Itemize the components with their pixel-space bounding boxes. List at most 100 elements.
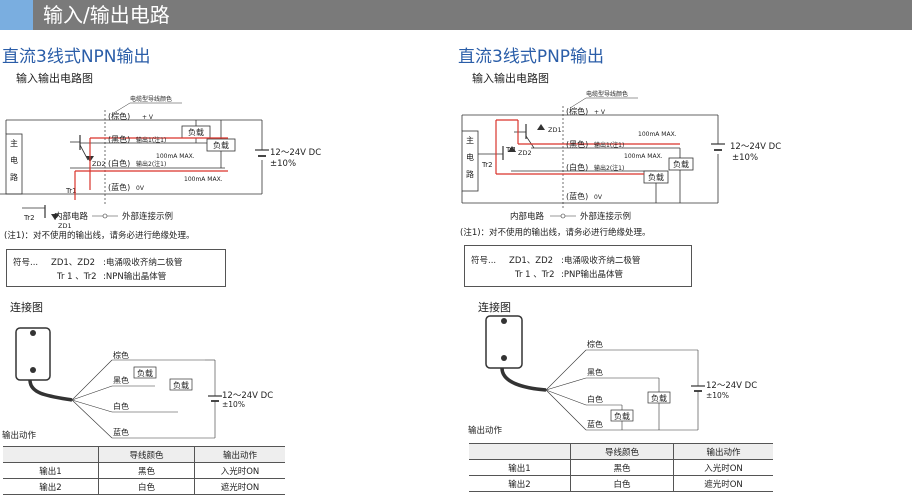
svg-text:负载: 负载 [648,172,664,182]
pnp-internal-label: 内部电路 [510,211,545,222]
table-row: 输出1 黑色 入光时ON [3,462,285,479]
npn-main-char-1: 主 [10,138,18,148]
pnp-black-label: (黑色) [566,139,588,149]
pnp-conn-white: 白色 [587,394,603,404]
pnp-tr-names: Tr 1 、Tr2 [515,270,555,280]
pnp-load-1 [668,157,694,171]
table-header-row: 导线颜色 输出动作 [3,446,285,463]
pnp-out2-label: 输出2(注1) [594,164,624,172]
npn-conn-load-1 [133,366,157,379]
npn-action-heading: 输出动作 [2,431,37,441]
npn-blue-label: (蓝色) [108,182,130,192]
npn-max-1: 100mA MAX. [156,153,195,160]
pnp-output-table: 导线颜色 输出动作 输出1 黑色 入光时ON 输出2 白色 遮光时ON [469,443,773,492]
pnp-panel: 直流3线式PNP输出 输入输出电路图 主 电 路 负载 负载 Tr1 Tr2 Z… [456,40,896,499]
npn-max-2: 100mA MAX. [184,176,223,183]
npn-zd1-symbol [51,214,59,220]
pnp-plus-v-label: + V [594,109,606,116]
pnp-conn-blue: 蓝色 [587,419,603,429]
pnp-zd1-label: ZD1 [548,126,562,134]
npn-conn-tolerance: ±10% [222,400,245,409]
pnp-cable [500,367,547,392]
pnp-max-1: 100mA MAX. [638,131,677,138]
pnp-symbol-box: 符号... ZD1、ZD2 :电涌吸收齐纳二极管 Tr 1 、Tr2 :PNP输… [464,245,692,287]
svg-text:主: 主 [466,135,474,145]
npn-main-char-3: 路 [10,172,18,182]
npn-symbol-prefix: 符号... [13,258,39,268]
npn-internal-label: 内部电路 [54,211,89,222]
pnp-circuit-heading: 输入输出电路图 [472,72,549,85]
npn-conn-voltage: 12～24V DC [222,391,273,401]
npn-out1-label: 输出1(注1) [136,136,166,144]
pnp-tr-desc: :PNP输出晶体管 [561,270,623,280]
npn-tr2-label: Tr2 [23,214,35,222]
svg-text:负载: 负载 [673,159,689,169]
npn-voltage-label: 12～24V DC [270,148,321,158]
npn-title: 直流3线式NPN输出 [2,47,151,67]
npn-zd2-label: ZD2 [92,160,106,168]
pnp-conn-tolerance: ±10% [706,391,729,400]
pnp-circuit-diagram: 主 电 路 负载 负载 Tr1 Tr2 ZD1 ZD2 [461,90,781,431]
pnp-symbol-prefix: 符号... [471,256,497,266]
npn-zd-names: ZD1、ZD2 [51,258,96,268]
svg-text:负载: 负载 [137,368,153,378]
table-row: 输出1 黑色 入光时ON [469,459,773,476]
npn-conn-heading: 连接图 [10,301,43,314]
pnp-conn-voltage: 12～24V DC [706,381,757,391]
npn-conn-load-2 [169,378,193,391]
npn-white-label: (白色) [108,158,130,168]
npn-conn-brown: 棕色 [113,350,129,360]
npn-zd-desc: :电涌吸收齐纳二极管 [103,258,183,268]
pnp-zd-names: ZD1、ZD2 [509,256,554,266]
npn-load-1-label: 负载 [188,127,204,137]
svg-text:电: 电 [466,152,474,162]
pnp-zd1-symbol [537,124,545,130]
npn-plus-v-label: + V [142,114,154,121]
pnp-action-heading: 输出动作 [468,426,503,436]
npn-zero-v-label: 0V [136,185,145,192]
npn-brown-label: (棕色) [108,111,130,121]
pnp-tr2-label: Tr2 [481,161,493,169]
pnp-conn-black: 黑色 [587,367,603,377]
npn-cable [28,379,73,402]
pnp-blue-label: (蓝色) [566,191,588,201]
npn-tr-names: Tr 1 、Tr2 [57,272,97,282]
pnp-tolerance-label: ±10% [732,153,758,163]
npn-out2-label: 输出2(注1) [136,160,166,168]
section-header: 输入/输出电路 [0,0,912,30]
svg-text:路: 路 [466,169,474,179]
npn-load-2-label: 负载 [213,140,229,150]
npn-conn-black: 黑色 [113,375,129,385]
npn-conn-blue: 蓝色 [113,427,129,437]
npn-note: (注1)：对不使用的输出线，请务必进行绝缘处理。 [4,231,195,241]
table-row: 输出2 白色 遮光时ON [3,478,285,495]
pnp-zd2-label: ZD2 [518,149,532,157]
pnp-conn-brown: 棕色 [587,339,603,349]
pnp-wire-color-label: 电缆型导线颜色 [586,90,628,98]
npn-zd1-label: ZD1 [58,222,72,230]
npn-sensor-body [15,327,51,381]
pnp-voltage-label: 12～24V DC [730,142,781,152]
npn-circuit-diagram: 主 电 路 负载 负载 Tr1 Tr2 [0,95,321,439]
npn-circuit-heading: 输入输出电路图 [16,72,93,85]
pnp-conn-heading: 连接图 [478,301,511,314]
pnp-white-label: (白色) [566,162,588,172]
npn-symbol-box: 符号... ZD1、ZD2 :电涌吸收齐纳二极管 Tr 1 、Tr2 :NPN输… [6,249,226,287]
npn-wire-color-label: 电缆型导线颜色 [130,95,172,103]
pnp-external-label: 外部连接示例 [580,211,631,222]
npn-conn-white: 白色 [113,401,129,411]
pnp-brown-label: (棕色) [566,106,588,116]
pnp-title: 直流3线式PNP输出 [458,47,605,67]
npn-output-table: 导线颜色 输出动作 输出1 黑色 入光时ON 输出2 白色 遮光时ON [3,446,285,495]
table-row: 输出2 白色 遮光时ON [469,475,773,492]
npn-main-char-2: 电 [10,155,18,165]
npn-external-label: 外部连接示例 [122,211,173,222]
pnp-sensor-body [485,315,523,369]
pnp-out1-label: 输出1(注1) [594,141,624,149]
npn-tr1-label: Tr1 [65,187,77,195]
pnp-note: (注1)：对不使用的输出线，请务必进行绝缘处理。 [460,228,651,238]
section-title: 输入/输出电路 [43,3,170,27]
table-header-row: 导线颜色 输出动作 [469,443,773,460]
pnp-main-circuit-box [461,130,479,192]
svg-text:负载: 负载 [173,380,189,390]
